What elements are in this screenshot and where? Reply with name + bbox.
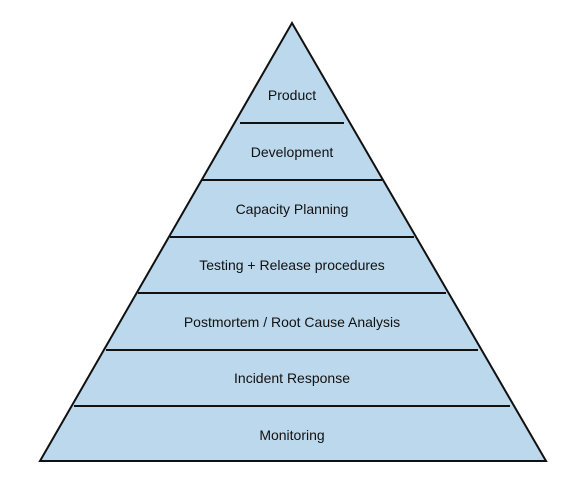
tier-label-capacity-planning: Capacity Planning — [236, 201, 349, 217]
tier-label-development: Development — [251, 144, 334, 160]
pyramid-outline — [38, 21, 548, 462]
tier-label-product: Product — [268, 87, 316, 103]
tier-label-testing-release: Testing + Release procedures — [199, 257, 385, 273]
tier-label-postmortem: Postmortem / Root Cause Analysis — [184, 314, 400, 330]
tier-label-incident-response: Incident Response — [234, 370, 350, 386]
tier-label-monitoring: Monitoring — [259, 427, 324, 443]
